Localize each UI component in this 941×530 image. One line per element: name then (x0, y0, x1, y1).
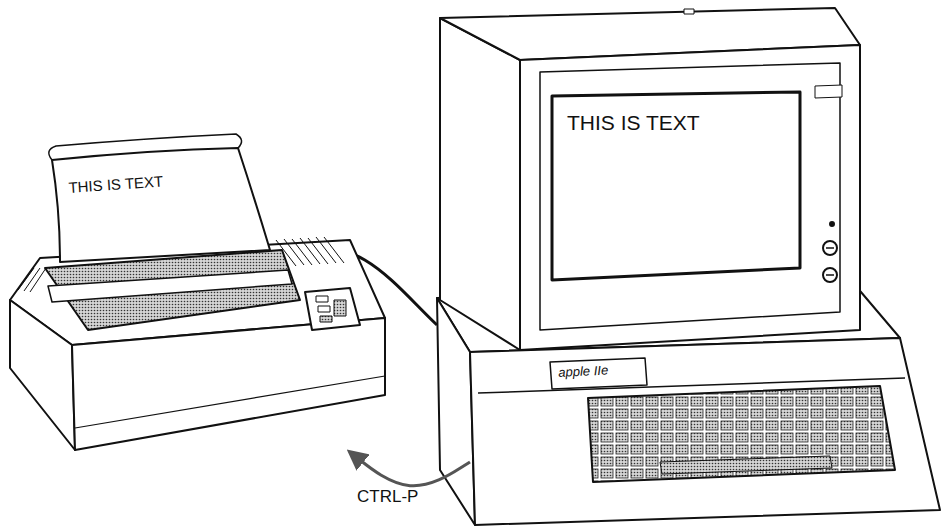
panel-button (334, 300, 346, 316)
edge-label: CTRL-P (357, 488, 418, 505)
monitor-badge (815, 85, 842, 98)
display-text: THIS IS TEXT (68, 173, 164, 195)
monitor-side (440, 18, 520, 350)
printer-grille (18, 268, 34, 290)
paper-guide (48, 270, 292, 302)
panel-button (320, 316, 332, 322)
panel-button (316, 296, 328, 302)
printer-grille (24, 268, 40, 291)
knob-mark (826, 247, 834, 249)
connector-layer (350, 452, 470, 486)
printer-grille (300, 238, 320, 264)
monitor-knob (823, 241, 837, 255)
power-light (830, 222, 834, 226)
display-text: THIS IS TEXT (567, 112, 700, 133)
logo-plate (550, 358, 647, 389)
device-node: THIS IS TEXT (470, 8, 940, 525)
keyboard (588, 386, 895, 482)
screen-bezel (540, 63, 840, 330)
printer-paper (52, 148, 270, 262)
control-panel (305, 288, 360, 330)
spacebar (660, 456, 832, 474)
printer-platen (45, 250, 300, 330)
printer-side (10, 300, 75, 450)
printer-ridge (75, 376, 385, 428)
printer-grille (292, 239, 312, 265)
knob-mark (826, 274, 834, 276)
base-front (470, 338, 940, 525)
printer-grille (324, 237, 344, 263)
monitor-notch (684, 9, 694, 14)
printer-grille (30, 268, 46, 292)
brand-logo: apple IIe (558, 363, 608, 379)
paper-curl (49, 134, 242, 160)
printer-grille (308, 238, 328, 264)
printer-front (72, 318, 385, 450)
monitor-knob (823, 268, 837, 282)
monitor-front (520, 45, 860, 350)
screen (552, 92, 800, 280)
printer-grille (316, 237, 336, 263)
base-side (437, 298, 475, 525)
device-node: THIS IS TEXT (10, 140, 350, 460)
command-arrow (350, 452, 470, 486)
panel-button (318, 306, 330, 312)
